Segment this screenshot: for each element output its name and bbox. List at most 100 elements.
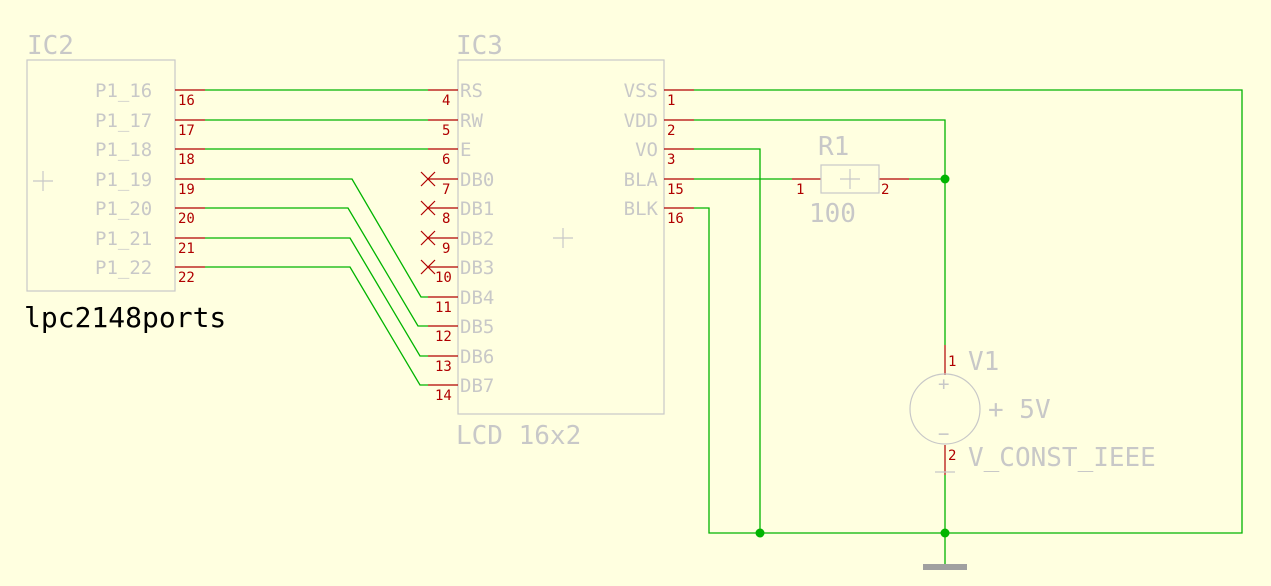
no-connect-marker: [420, 171, 436, 187]
ic2-pin-number: 21: [178, 241, 195, 257]
v1-ref-label: V1: [968, 347, 999, 377]
ic2-pin-number: 20: [178, 211, 195, 227]
wires: [205, 89, 1243, 565]
ic3-pin-number: 9: [442, 241, 450, 257]
ic3-pin-label: VO: [635, 139, 658, 161]
ic3-pin-label: DB0: [460, 169, 494, 191]
ic2-pin-label: P1_16: [95, 80, 152, 102]
ic3-pin-db5[interactable]: DB5 12: [428, 316, 494, 345]
ic3-pin-label: DB1: [460, 198, 494, 220]
wire-vdd[interactable]: [694, 119, 946, 345]
ic2-pin-number: 17: [178, 123, 195, 139]
ic2-part[interactable]: IC2 lpc2148ports P1_16 16 P1_17 17 P1_18…: [24, 31, 226, 334]
ic3-pin-db6[interactable]: DB6 13: [428, 346, 494, 375]
ic2-body: [26, 59, 176, 292]
ic3-pin-rw[interactable]: RW 5: [428, 110, 483, 139]
ic3-pin-vdd[interactable]: VDD 2: [624, 110, 694, 139]
v1-pin2-number: 2: [948, 448, 956, 464]
wire-db4[interactable]: [205, 178, 428, 298]
ic3-pin-db4[interactable]: DB4 11: [428, 287, 494, 316]
v1-minus-sign: −: [938, 423, 949, 445]
ic3-pin-number: 3: [667, 152, 675, 168]
ic3-pin-vo[interactable]: VO 3: [635, 139, 694, 168]
ic3-pin-rs[interactable]: RS 4: [428, 80, 483, 109]
wire-blk[interactable]: [694, 207, 945, 534]
ic2-pin-p1-16[interactable]: P1_16 16: [95, 80, 205, 109]
ic3-ref-label: IC3: [456, 31, 503, 61]
ic3-pin-number: 15: [667, 182, 684, 198]
r1-pin2-number: 2: [881, 182, 889, 198]
ic3-pin-label: DB7: [460, 375, 494, 397]
ic2-pin-p1-17[interactable]: P1_17 17: [95, 110, 205, 139]
resistor-body: [820, 164, 880, 194]
ic3-body: [457, 59, 665, 415]
ic3-pin-db1[interactable]: DB1 8: [420, 198, 494, 227]
voltage-source-symbol: [909, 373, 981, 445]
ic3-pin-db3[interactable]: DB3 10: [420, 257, 494, 286]
ic2-pin-label: P1_19: [95, 169, 152, 191]
ic3-pin-db2[interactable]: DB2 9: [420, 228, 494, 257]
ic2-pin-p1-22[interactable]: P1_22 22: [95, 257, 205, 286]
ic2-pin-number: 19: [178, 182, 195, 198]
ic2-pin-number: 22: [178, 270, 195, 286]
ic3-pin-number: 5: [442, 123, 450, 139]
wire-db5[interactable]: [205, 207, 428, 327]
ic3-pin-label: BLA: [624, 169, 659, 191]
ic3-pin-label: VSS: [624, 80, 658, 102]
ic3-pin-number: 14: [435, 388, 452, 404]
ic3-pin-label: DB4: [460, 287, 494, 309]
ic3-pin-number: 8: [442, 211, 450, 227]
ic2-pin-p1-19[interactable]: P1_19 19: [95, 169, 205, 198]
r1-pin1-number: 1: [796, 182, 804, 198]
ic2-pin-p1-20[interactable]: P1_20 20: [95, 198, 205, 227]
ic3-pin-e[interactable]: E 6: [428, 139, 471, 168]
ic3-part[interactable]: IC3 LCD 16x2 RS 4 RW 5 E 6 DB0 7: [420, 31, 694, 451]
ic2-origin-cross: [33, 171, 53, 191]
wire-vss[interactable]: [694, 89, 1243, 534]
wire-db7[interactable]: [205, 266, 428, 386]
ic3-pin-number: 12: [435, 329, 452, 345]
ic3-pin-number: 2: [667, 123, 675, 139]
v1-model-label: V_CONST_IEEE: [968, 443, 1156, 473]
ic3-pin-number: 11: [435, 300, 452, 316]
ic3-pin-number: 1: [667, 93, 675, 109]
ic3-pin-bla[interactable]: BLA 15: [624, 169, 694, 198]
r1-value-label: 100: [809, 199, 856, 229]
ic3-pin-label: RW: [460, 110, 483, 132]
no-connect-marker: [420, 200, 436, 216]
wire-vo[interactable]: [694, 148, 761, 533]
r1-part[interactable]: R1 100 1 2: [792, 132, 909, 229]
ic3-pin-db7[interactable]: DB7 14: [428, 375, 494, 404]
ic3-pin-number: 7: [442, 182, 450, 198]
no-connect-marker: [420, 259, 436, 275]
ic2-pin-number: 16: [178, 93, 195, 109]
no-connect-marker: [420, 230, 436, 246]
ic3-pin-number: 13: [435, 359, 452, 375]
junction-dot: [755, 528, 765, 538]
ic3-pin-blk[interactable]: BLK 16: [624, 198, 694, 227]
ic3-pin-number: 10: [435, 270, 452, 286]
ic2-value-label: lpc2148ports: [24, 301, 226, 334]
ic3-pin-db0[interactable]: DB0 7: [420, 169, 494, 198]
ic2-pin-label: P1_22: [95, 257, 152, 279]
ic2-pin-number: 18: [178, 152, 195, 168]
ic2-pin-p1-18[interactable]: P1_18 18: [95, 139, 205, 168]
ic2-pin-p1-21[interactable]: P1_21 21: [95, 228, 205, 257]
ic2-pin-label: P1_21: [95, 228, 152, 250]
ic3-value-label: LCD 16x2: [456, 421, 581, 451]
ic2-pin-label: P1_20: [95, 198, 152, 220]
ic3-pin-label: BLK: [624, 198, 659, 220]
ic3-pin-label: E: [460, 139, 471, 161]
ic2-pin-label: P1_17: [95, 110, 152, 132]
ic3-pin-label: RS: [460, 80, 483, 102]
ic3-pin-label: DB2: [460, 228, 494, 250]
v1-value-label: + 5V: [988, 395, 1051, 425]
ground-symbol[interactable]: [923, 564, 967, 570]
ic3-pin-number: 4: [442, 93, 450, 109]
ic3-pin-vss[interactable]: VSS 1: [624, 80, 694, 109]
wire-db6[interactable]: [205, 237, 428, 357]
v1-part[interactable]: V1 + 5V V_CONST_IEEE 1 2 + −: [909, 345, 1156, 475]
ic2-pin-label: P1_18: [95, 139, 152, 161]
r1-origin-cross: [840, 169, 860, 189]
